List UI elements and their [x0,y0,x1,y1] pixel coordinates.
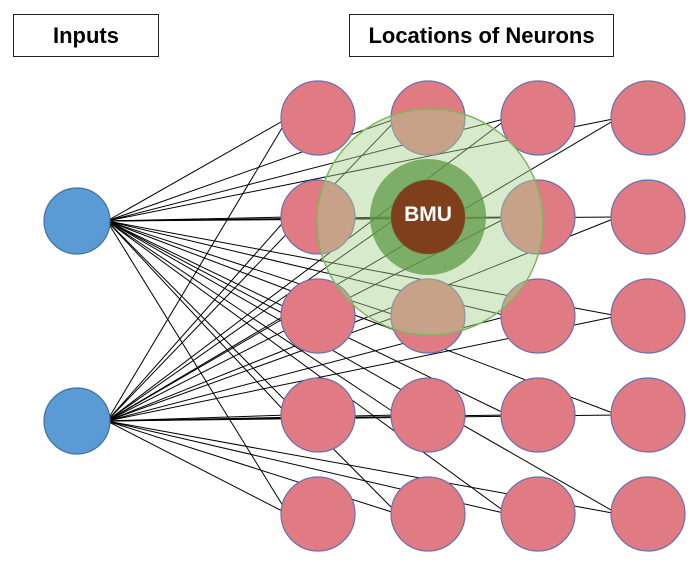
neurons-header: Locations of Neurons [349,14,614,57]
connection-line [106,420,289,515]
neuron-node [500,80,576,156]
inputs-header-label: Inputs [53,22,119,48]
neuron-node [280,377,356,453]
neuron-node [500,278,576,354]
neuron-node [280,278,356,354]
connection-line [106,117,289,222]
connection-line [106,117,619,422]
neuron-node [610,179,686,255]
neuron-node [390,476,466,552]
input-node [43,387,111,455]
neurons-header-label: Locations of Neurons [368,22,595,48]
bmu-node [391,180,465,254]
neuron-node [500,476,576,552]
connection-line [106,220,399,416]
connection-line [106,315,399,422]
neuron-node [280,80,356,156]
connection-line [106,220,509,515]
neuron-node [280,179,356,255]
neuron-node [390,377,466,453]
connection-line [106,216,289,422]
neuron-node [610,278,686,354]
neuron-node [500,377,576,453]
input-nodes [43,187,111,455]
connection-line [106,420,399,515]
connection-line [106,220,289,317]
connection-line [106,315,289,422]
bmu-label: BMU [404,203,452,226]
bmu-neighborhood [316,108,544,336]
neuron-node [610,476,686,552]
connection-line [106,117,399,422]
neuron-node [390,80,466,156]
connection-line [106,220,619,515]
connection-line [106,117,289,422]
connection-line [106,216,399,422]
neuron-node [610,80,686,156]
input-node [43,187,111,255]
neuron-node [610,377,686,453]
connection-line [106,220,289,416]
inputs-header: Inputs [13,14,159,57]
neuron-node [280,476,356,552]
